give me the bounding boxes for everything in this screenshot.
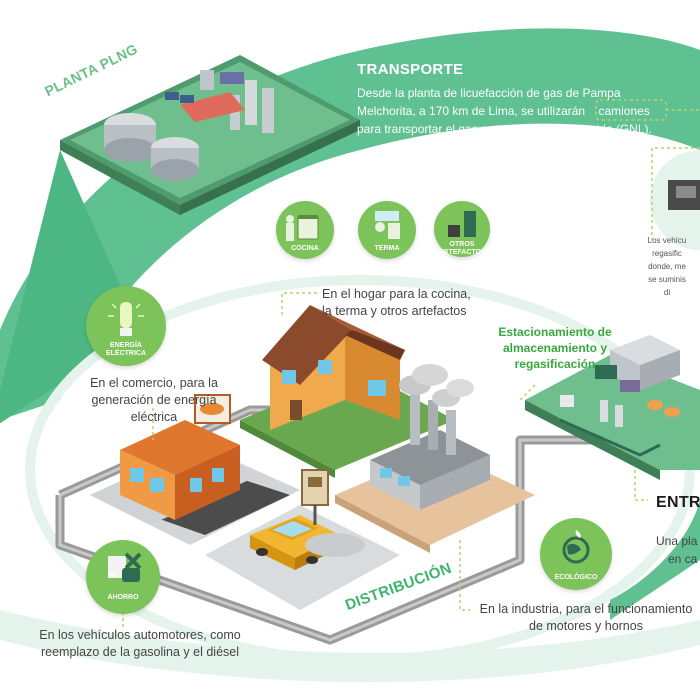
water-heater-icon bbox=[375, 211, 400, 239]
industry-ground-edge bbox=[335, 495, 430, 553]
entrega-cutoff-line-2: en ca bbox=[668, 552, 698, 566]
vehiculos-text: En los vehículos automotores, como reemp… bbox=[20, 627, 260, 661]
transporte-line-2-text: Melchorita, a 170 km de Lima, se utiliza… bbox=[357, 104, 586, 118]
ecologico-label: ECOLÓGICO bbox=[554, 574, 598, 581]
hogar-line-2: la terma y otros artefactos bbox=[322, 304, 467, 318]
entrega-heading: ENTRE bbox=[656, 494, 700, 511]
comercio-line-3: eléctrica bbox=[130, 410, 178, 424]
light-bulb-icon bbox=[108, 302, 144, 336]
estacionamiento-line-1: Estacionamiento de bbox=[498, 325, 612, 339]
terma-circle: TERMA bbox=[358, 201, 416, 259]
otros-artefactos-label: OTROS ARTEFACTOS bbox=[434, 241, 490, 257]
transporte-line-1: Desde la planta de licuefacción de gas d… bbox=[357, 86, 621, 100]
hogar-line-1: En el hogar para la cocina, bbox=[322, 287, 471, 301]
right-cutoff-line-3: donde, me bbox=[648, 262, 686, 271]
energia-electrica-label-1: ENERGÍA bbox=[110, 342, 142, 349]
otros-artefactos-label-1: OTROS bbox=[449, 241, 475, 248]
regasification-station bbox=[525, 335, 700, 480]
terma-label: TERMA bbox=[374, 245, 400, 252]
otros-artefactos-circle: OTROS ARTEFACTOS bbox=[434, 201, 490, 257]
right-cutoff-text: Los vehícu regasific donde, me se sumini… bbox=[632, 234, 700, 299]
savings-icon bbox=[108, 552, 142, 582]
comercio-line-2: generación de energía bbox=[91, 393, 217, 407]
cocina-label: COCINA bbox=[291, 245, 319, 252]
ecologico-circle: ECOLÓGICO bbox=[540, 518, 612, 590]
transporte-heading: TRANSPORTE bbox=[357, 61, 464, 78]
comercio-text: En el comercio, para la generación de en… bbox=[54, 375, 254, 426]
plng-plant bbox=[60, 55, 360, 215]
estacionamiento-line-3: regasificación bbox=[514, 357, 596, 371]
right-cutoff-line-4: se suminis bbox=[648, 275, 686, 284]
bottom-arc-band bbox=[0, 610, 700, 683]
estacionamiento-line-2: almacenamiento y bbox=[502, 341, 608, 355]
vehiculos-line-2: reemplazo de la gasolina y el diésel bbox=[40, 645, 240, 659]
industria-line-1: En la industria, para el funcionamiento bbox=[479, 602, 693, 616]
right-cutoff-line-2: regasific bbox=[652, 249, 682, 258]
soles-symbol: S/. bbox=[108, 571, 118, 578]
energia-electrica-label-2: ELÉCTRICA bbox=[105, 350, 147, 357]
entrega-cutoff-text: Una pla en ca bbox=[656, 532, 697, 568]
globe-leaf-icon bbox=[562, 530, 590, 564]
house-lawn bbox=[240, 370, 455, 470]
right-cutoff-line-1: Los vehícu bbox=[647, 236, 687, 245]
cocina-circle: COCINA bbox=[276, 201, 334, 259]
industria-text: En la industria, para el funcionamiento … bbox=[475, 601, 697, 635]
factory-building bbox=[370, 364, 490, 510]
entrega-cutoff-line-1: Una pla bbox=[656, 534, 698, 548]
vehiculos-line-1: En los vehículos automotores, como bbox=[39, 628, 241, 642]
transporte-line-3: para transportar el gas natural en estad… bbox=[357, 122, 652, 136]
otros-artefactos-label-2: ARTEFACTOS bbox=[438, 249, 486, 256]
energia-electrica-label: ENERGÍA ELÉCTRICA bbox=[86, 342, 166, 358]
camiones-highlight: camiones bbox=[598, 104, 650, 118]
commerce-building bbox=[120, 394, 240, 520]
transport-arrow-head bbox=[0, 150, 140, 424]
industria-line-2: de motores y hornos bbox=[529, 619, 643, 633]
appliances-icon bbox=[448, 211, 476, 237]
stove-icon bbox=[286, 215, 319, 241]
right-arrow-band bbox=[610, 500, 700, 620]
house-building bbox=[262, 305, 405, 430]
transporte-text: Desde la planta de licuefacción de gas d… bbox=[357, 84, 697, 138]
house-lawn-edge bbox=[240, 420, 335, 478]
comercio-line-1: En el comercio, para la bbox=[90, 376, 218, 390]
truck-icon bbox=[650, 150, 700, 250]
hogar-text: En el hogar para la cocina, la terma y o… bbox=[322, 286, 522, 320]
gas-pump bbox=[301, 469, 365, 557]
transport-arrow-band bbox=[0, 28, 700, 420]
estacionamiento-text: Estacionamiento de almacenamiento y rega… bbox=[490, 324, 620, 372]
right-cutoff-line-5: di bbox=[663, 288, 671, 297]
transporte-line-2: Melchorita, a 170 km de Lima, se utiliza… bbox=[357, 102, 697, 120]
connector-lines bbox=[122, 99, 700, 628]
ahorro-label: AHORRO bbox=[107, 594, 139, 601]
energia-electrica-circle: ENERGÍA ELÉCTRICA bbox=[86, 286, 166, 366]
ahorro-circle: S/. AHORRO bbox=[86, 540, 160, 614]
